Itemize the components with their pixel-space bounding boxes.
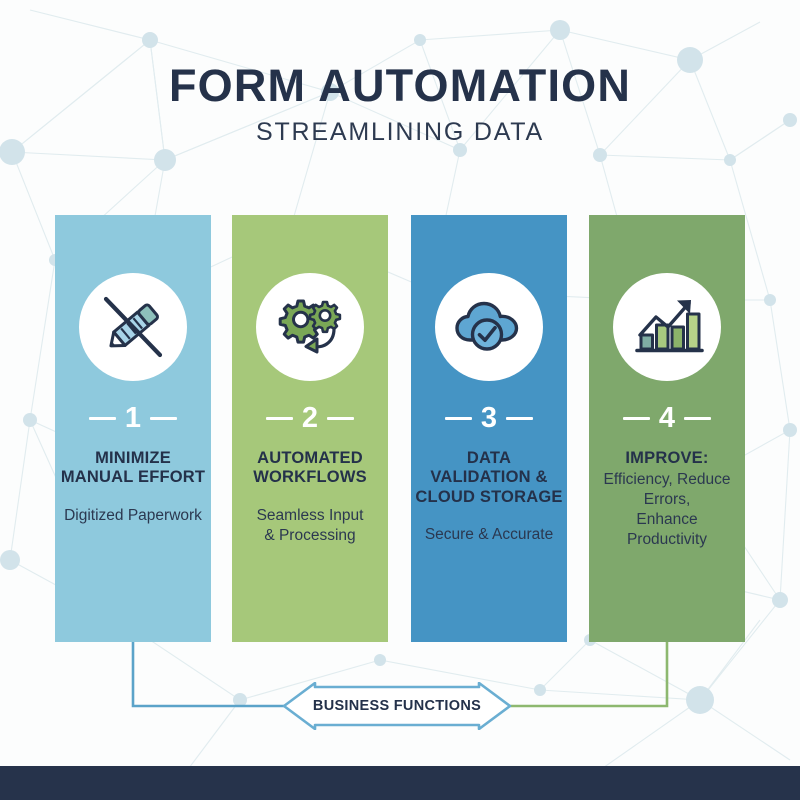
step-card-1[interactable]: 1 MINIMIZE MANUAL EFFORT Digitized Paper… <box>55 215 211 642</box>
gears-cycle-icon <box>256 273 364 381</box>
step-number-row-3: 3 <box>411 404 567 433</box>
page-subtitle: STREAMLINING DATA <box>255 118 545 147</box>
header: FORM AUTOMATION STREAMLINING DATA <box>0 62 800 147</box>
page-title: FORM AUTOMATION <box>168 60 632 111</box>
dash-left <box>265 417 293 420</box>
dash-right <box>684 417 712 420</box>
step-heading: IMPROVE: <box>625 449 709 467</box>
step-number: 4 <box>658 402 676 434</box>
step-number: 2 <box>301 402 319 434</box>
step-text-4: IMPROVE: Efficiency, Reduce Errors, Enha… <box>573 449 761 550</box>
bottom-accent-bar <box>0 766 800 800</box>
step-description: Digitized Paperwork <box>64 506 202 524</box>
dash-right <box>150 417 178 420</box>
step-heading: DATA VALIDATION & CLOUD STORAGE <box>415 449 563 506</box>
step-heading: AUTOMATED WORKFLOWS <box>253 449 367 487</box>
step-heading: MINIMIZE MANUAL EFFORT <box>60 449 206 487</box>
step-card-4[interactable]: 4 IMPROVE: Efficiency, Reduce Errors, En… <box>589 215 745 642</box>
dash-left <box>88 417 116 420</box>
step-number-row-1: 1 <box>55 404 211 433</box>
step-number: 1 <box>124 402 142 434</box>
step-description: Secure & Accurate <box>424 526 554 544</box>
step-text-2: AUTOMATED WORKFLOWS Seamless Input & Pro… <box>216 449 404 546</box>
dash-left <box>444 417 472 420</box>
cloud-check-icon <box>435 273 543 381</box>
step-description: Seamless Input & Processing <box>256 506 364 544</box>
step-number-row-4: 4 <box>589 404 745 433</box>
dash-right <box>327 417 355 420</box>
dash-left <box>622 417 650 420</box>
pencil-strikethrough-icon <box>79 273 187 381</box>
step-text-3: DATA VALIDATION & CLOUD STORAGE Secure &… <box>395 449 583 545</box>
business-functions-arrow <box>282 682 512 730</box>
step-text-1: MINIMIZE MANUAL EFFORT Digitized Paperwo… <box>39 449 227 526</box>
step-number-row-2: 2 <box>232 404 388 433</box>
growth-bar-chart-icon <box>613 273 721 381</box>
step-number: 3 <box>480 402 498 434</box>
dash-right <box>506 417 534 420</box>
step-card-2[interactable]: 2 AUTOMATED WORKFLOWS Seamless Input & P… <box>232 215 388 642</box>
business-functions-label: BUSINESS FUNCTIONS <box>312 698 482 714</box>
step-card-3[interactable]: 3 DATA VALIDATION & CLOUD STORAGE Secure… <box>411 215 567 642</box>
step-description: Efficiency, Reduce Errors, Enhance Produ… <box>603 471 731 548</box>
